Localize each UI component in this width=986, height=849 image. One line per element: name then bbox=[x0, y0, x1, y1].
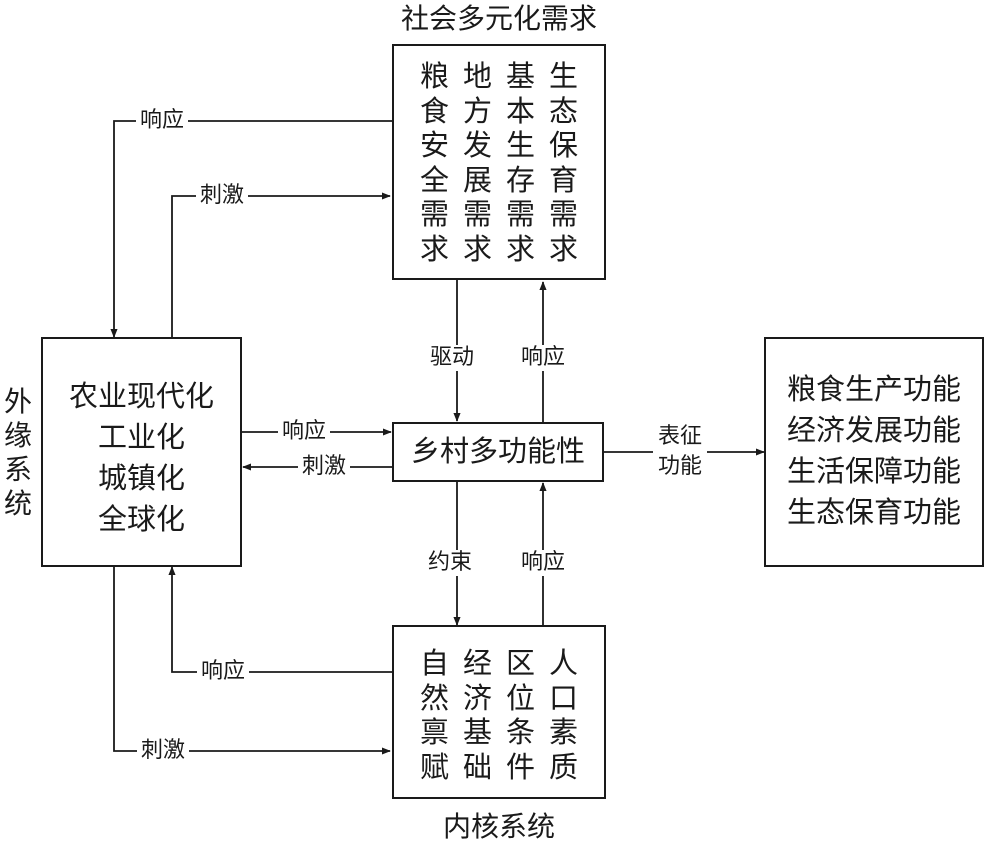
social-char: 需 bbox=[419, 197, 449, 231]
social-char: 方 bbox=[462, 93, 492, 128]
social-char: 食 bbox=[419, 93, 449, 128]
social-column: 基 本 生 存 需 求 bbox=[499, 59, 542, 266]
core-char: 禀 bbox=[419, 715, 449, 749]
external-line: 工业化 bbox=[97, 420, 185, 454]
external-line: 城镇化 bbox=[97, 461, 185, 495]
social-char: 育 bbox=[548, 162, 578, 197]
bottom-response-line bbox=[168, 566, 392, 673]
rural-multifunctionality-label: 乡村多功能性 bbox=[410, 434, 585, 468]
core-char: 质 bbox=[548, 749, 578, 784]
function-line: 粮食生产功能 bbox=[786, 372, 961, 406]
social-char: 展 bbox=[462, 162, 492, 197]
up-response-label: 响应 bbox=[517, 345, 570, 371]
external-title: 外缘系统 bbox=[3, 385, 32, 520]
social-char: 安 bbox=[419, 128, 449, 162]
social-char: 存 bbox=[505, 162, 535, 197]
social-char: 求 bbox=[462, 231, 492, 266]
social-char: 基 bbox=[505, 59, 535, 93]
external-line: 农业现代化 bbox=[68, 379, 214, 413]
function-line: 生活保障功能 bbox=[786, 454, 961, 488]
core-char: 础 bbox=[462, 749, 492, 784]
external-system-text: 农业现代化 工业化 城镇化 全球化 bbox=[41, 376, 242, 540]
social-char: 本 bbox=[505, 93, 535, 128]
social-column: 粮 食 安 全 需 求 bbox=[413, 59, 456, 266]
social-char: 发 bbox=[462, 128, 492, 162]
core-char: 件 bbox=[505, 749, 535, 784]
functions-text: 粮食生产功能 经济发展功能 生活保障功能 生态保育功能 bbox=[764, 369, 984, 533]
constrain-label: 约束 bbox=[424, 550, 477, 576]
functions-box bbox=[764, 337, 984, 567]
social-char: 求 bbox=[505, 231, 535, 266]
core-char: 素 bbox=[548, 715, 578, 749]
social-title: 社会多元化需求 bbox=[400, 2, 597, 35]
external-line: 全球化 bbox=[97, 502, 185, 536]
social-char: 态 bbox=[548, 93, 578, 128]
core-char: 位 bbox=[505, 680, 535, 715]
social-char: 粮 bbox=[419, 59, 449, 93]
bottom-response-label: 响应 bbox=[197, 659, 250, 685]
core-char: 赋 bbox=[419, 749, 449, 784]
external-system-box bbox=[41, 337, 242, 567]
function-line: 生态保育功能 bbox=[786, 495, 961, 529]
social-column: 生 态 保 育 需 求 bbox=[542, 59, 585, 266]
top-stimulus-label: 刺激 bbox=[196, 183, 249, 209]
social-char: 全 bbox=[419, 162, 449, 197]
social-demand-box bbox=[392, 44, 606, 280]
function-line: 经济发展功能 bbox=[786, 413, 961, 447]
social-column: 地 方 发 展 需 求 bbox=[456, 59, 499, 266]
social-char: 生 bbox=[505, 128, 535, 162]
social-char: 生 bbox=[548, 59, 578, 93]
core-system-box bbox=[392, 625, 606, 799]
core-column: 区 位 条 件 bbox=[499, 646, 542, 784]
core-column: 经 济 基 础 bbox=[456, 646, 499, 784]
rural-multifunctionality-box bbox=[392, 422, 604, 482]
core-char: 然 bbox=[419, 680, 449, 715]
bottom-stimulus-label: 刺激 bbox=[137, 738, 190, 764]
social-char: 需 bbox=[505, 197, 535, 231]
mid-stimulus-label: 刺激 bbox=[298, 454, 351, 480]
core-char: 人 bbox=[548, 646, 578, 680]
core-char: 口 bbox=[548, 680, 578, 715]
social-char: 求 bbox=[548, 231, 578, 266]
core-char: 济 bbox=[462, 680, 492, 715]
low-up-response-label: 响应 bbox=[517, 550, 570, 576]
mid-response-label: 响应 bbox=[278, 419, 331, 445]
core-char: 区 bbox=[505, 646, 535, 680]
core-system-columns: 自 然 禀 赋 经 济 基 础 区 位 条 件 人 口 素 质 bbox=[413, 646, 585, 784]
social-char: 地 bbox=[462, 59, 492, 93]
core-title: 内核系统 bbox=[442, 810, 555, 843]
represent-function-label: 表征功能 bbox=[653, 422, 707, 482]
drive-label: 驱动 bbox=[426, 345, 479, 371]
social-char: 需 bbox=[462, 197, 492, 231]
social-char: 保 bbox=[548, 128, 578, 162]
top-stimulus-line bbox=[171, 192, 391, 337]
top-response-label: 响应 bbox=[136, 108, 189, 134]
social-demand-columns: 粮 食 安 全 需 求 地 方 发 展 需 求 基 本 生 存 需 求 生 态 … bbox=[413, 59, 585, 266]
social-char: 求 bbox=[419, 231, 449, 266]
social-char: 需 bbox=[548, 197, 578, 231]
core-char: 自 bbox=[419, 646, 449, 680]
top-response-line bbox=[110, 120, 392, 338]
bottom-stimulus-line bbox=[113, 567, 391, 755]
core-column: 人 口 素 质 bbox=[542, 646, 585, 784]
core-char: 经 bbox=[462, 646, 492, 680]
core-char: 条 bbox=[505, 715, 535, 749]
core-char: 基 bbox=[462, 715, 492, 749]
core-column: 自 然 禀 赋 bbox=[413, 646, 456, 784]
